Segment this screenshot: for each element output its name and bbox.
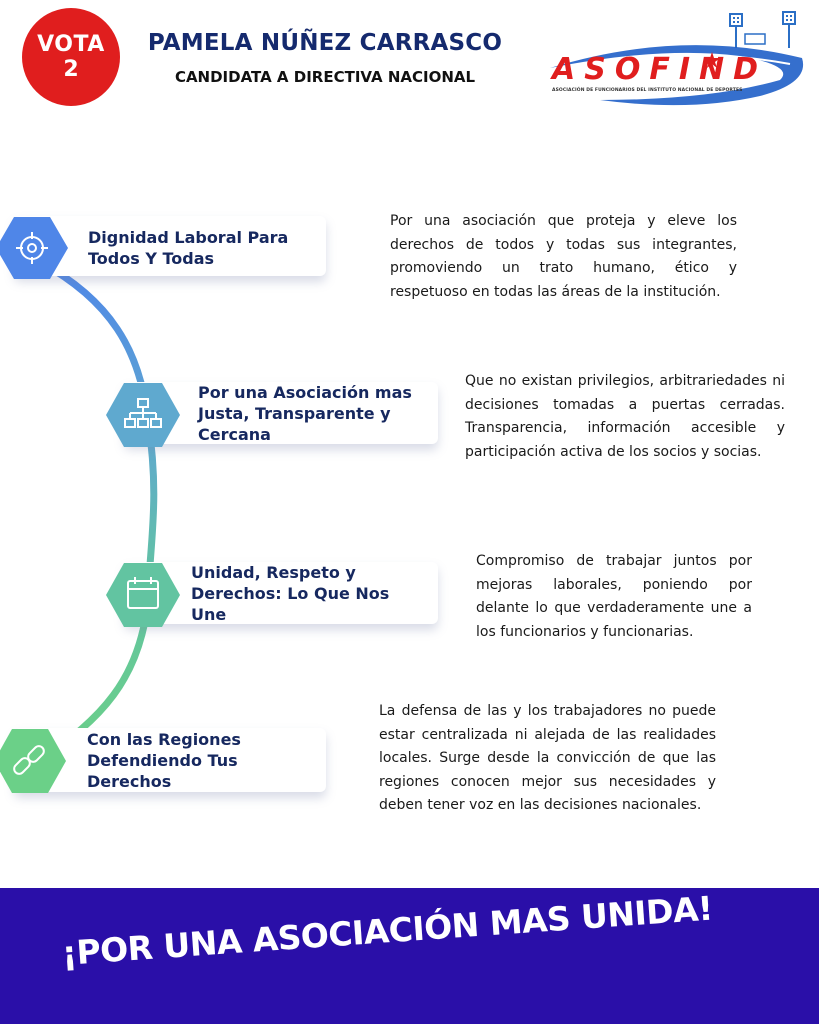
timeline-curve [36,258,158,764]
item-desc-asociacion-justa: Que no existan privilegios, arbitrarieda… [465,373,785,460]
item-title-dignidad: Dignidad Laboral Para Todos Y Todas [88,228,289,268]
vote-badge: VOTA 2 [22,8,120,106]
card-regiones [14,728,326,792]
candidate-name: PAMELA NÚÑEZ CARRASCO [147,30,503,56]
link-icon [0,729,66,793]
item-title-asociacion-justa: Por una Asociación mas Justa, Transparen… [198,383,412,444]
item-desc-dignidad: Por una asociación que proteja y eleve l… [390,213,737,300]
footer-slogan: ¡POR UNA ASOCIACIÓN MAS UNIDA! [60,888,714,973]
logo-caption: ASOCIACIÓN DE FUNCIONARIOS DEL INSTITUTO… [552,88,743,93]
footer-banner: ¡POR UNA ASOCIACIÓN MAS UNIDA! [0,888,819,1024]
vote-label: VOTA [37,31,105,57]
item-title-regiones: Con las Regiones Defendiendo Tus Derecho… [87,730,241,791]
target-icon [0,217,68,279]
vote-number: 2 [63,56,79,82]
item-title-unidad: Unidad, Respeto y Derechos: Lo Que Nos U… [191,563,390,624]
logo-graphic [550,11,804,106]
candidate-role: CANDIDATA A DIRECTIVA NACIONAL [174,68,476,86]
item-desc-unidad: Compromiso de trabajar juntos por mejora… [476,553,752,640]
logo-wordmark: ASOFIND [552,52,767,87]
calendar-icon [106,563,180,627]
item-desc-regiones: La defensa de las y los trabajadores no … [379,703,716,813]
asofind-logo: ASOFIND ASOCIACIÓN DE FUNCIONARIOS DEL I… [540,8,810,118]
org-chart-icon [106,383,180,447]
